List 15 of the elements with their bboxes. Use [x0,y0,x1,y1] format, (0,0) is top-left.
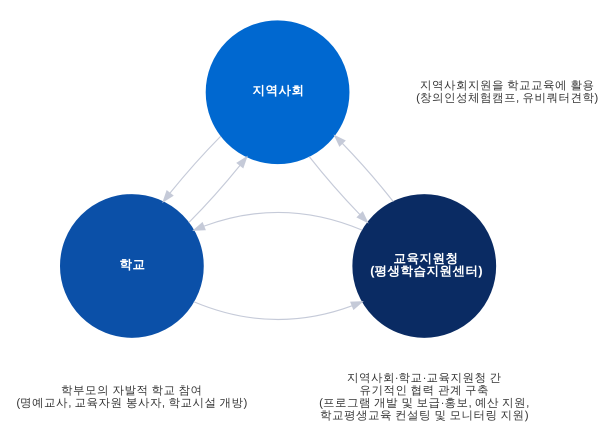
arrow [162,135,222,202]
node-circle: 학교 [60,194,204,338]
arrow [308,156,369,223]
arrow [194,300,364,320]
node-circle: 교육지원청 (평생학습지원센터) [352,194,496,338]
node-label: 지역사회지원을 학교교육에 활용 [420,79,594,92]
node-label: 지역사회·학교·교육지원청 간 유기적인 협력 관계 구축 [346,372,502,396]
node-circle: 지역사회 [206,20,350,164]
arrow [334,134,394,202]
arrow [188,155,248,222]
node-label: 학부모의 자발적 학교 참여 [61,384,203,396]
node-label: (창의인성체험캠프, 유비쿼터견학) [416,92,598,104]
node-label: (프로그램 개발 및 보급·홍보, 예산 지원, 학교평생교육 컨설팅 및 모니터링 지원) [319,396,530,422]
arrow [192,211,362,230]
node-label: (명예교사, 교육자원 봉사자, 학교시설 개방) [16,396,248,409]
